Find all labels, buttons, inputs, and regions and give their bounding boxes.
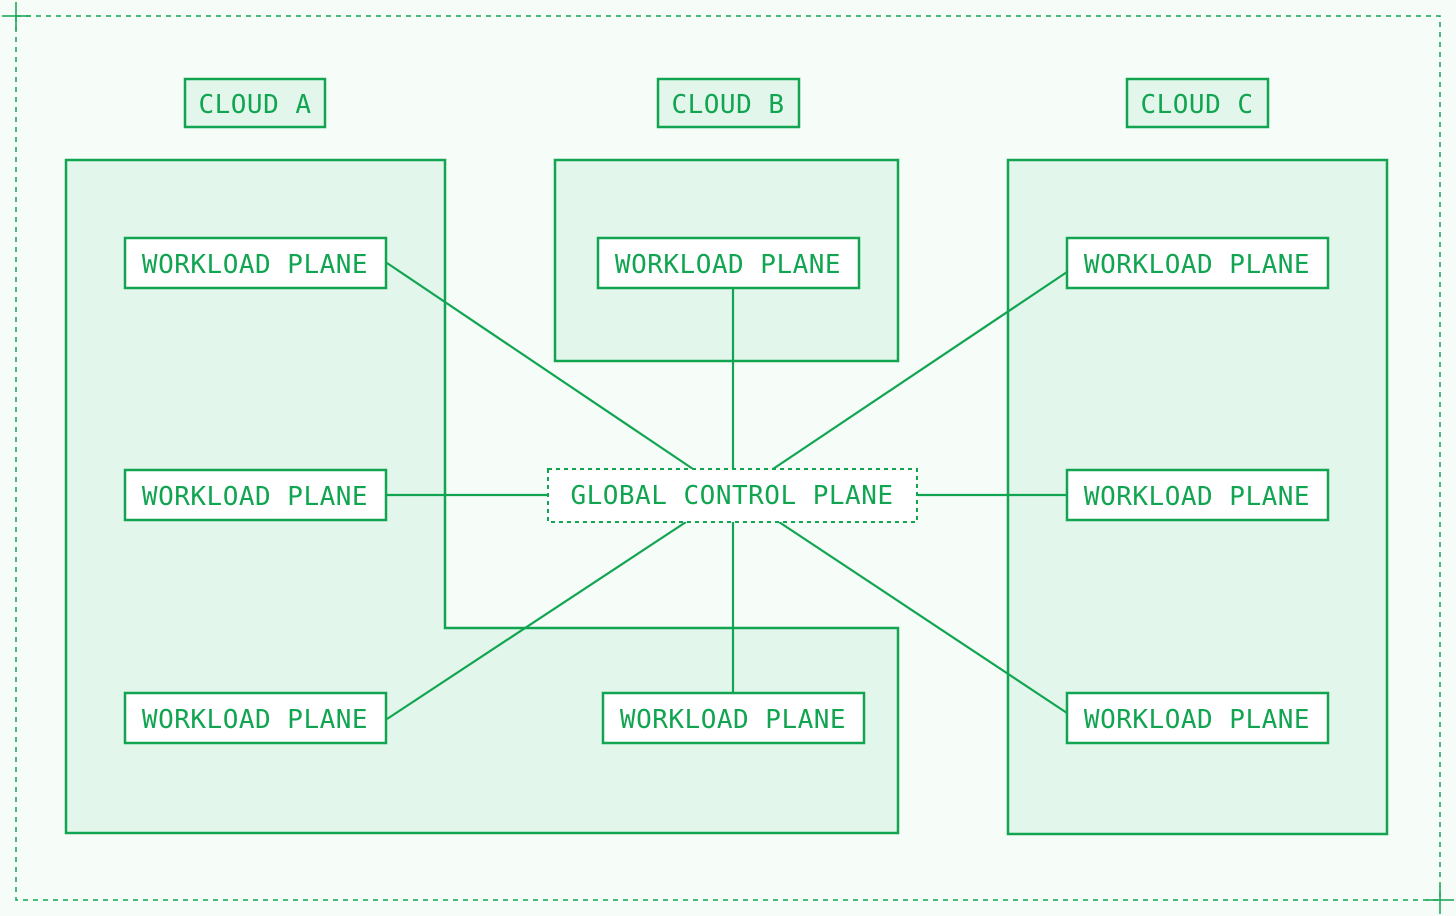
workload-plane-label: WORKLOAD PLANE	[142, 705, 368, 735]
connector-c1	[772, 271, 1068, 470]
workload-plane-c2: WORKLOAD PLANE	[1065, 468, 1330, 522]
workload-plane-label: WORKLOAD PLANE	[1084, 482, 1310, 512]
corner-crosshair-top-left	[2, 2, 30, 30]
connector-a3	[386, 521, 687, 720]
workload-plane-label: WORKLOAD PLANE	[615, 250, 841, 280]
workload-plane-a3: WORKLOAD PLANE	[123, 691, 388, 745]
outer-frame	[15, 15, 1441, 901]
cloud-c-label-box: CLOUD C	[1125, 77, 1270, 129]
workload-plane-a2: WORKLOAD PLANE	[123, 468, 388, 522]
workload-plane-a1: WORKLOAD PLANE	[123, 236, 388, 290]
workload-plane-b1: WORKLOAD PLANE	[596, 236, 861, 290]
cloud-a-label-box: CLOUD A	[183, 77, 327, 129]
workload-plane-label: WORKLOAD PLANE	[142, 250, 368, 280]
workload-plane-a4: WORKLOAD PLANE	[601, 691, 866, 745]
workload-plane-label: WORKLOAD PLANE	[1084, 250, 1310, 280]
global-control-plane: GLOBAL CONTROL PLANE	[547, 468, 918, 523]
workload-plane-label: WORKLOAD PLANE	[1084, 705, 1310, 735]
workload-plane-c1: WORKLOAD PLANE	[1065, 236, 1330, 290]
global-control-plane-label: GLOBAL CONTROL PLANE	[570, 481, 893, 511]
workload-plane-c3: WORKLOAD PLANE	[1065, 691, 1330, 745]
cloud-b-label-box: CLOUD B	[656, 77, 801, 129]
connector-c3	[778, 521, 1068, 714]
workload-plane-label: WORKLOAD PLANE	[142, 482, 368, 512]
cloud-a-region	[64, 158, 900, 835]
cloud-b-label: CLOUD B	[671, 90, 784, 120]
connector-a1	[386, 262, 694, 470]
workload-plane-label: WORKLOAD PLANE	[620, 705, 846, 735]
cloud-c-label: CLOUD C	[1140, 90, 1253, 120]
cloud-a-label: CLOUD A	[198, 90, 311, 120]
corner-crosshair-bottom-right	[1426, 886, 1454, 914]
connectors	[386, 262, 1068, 720]
